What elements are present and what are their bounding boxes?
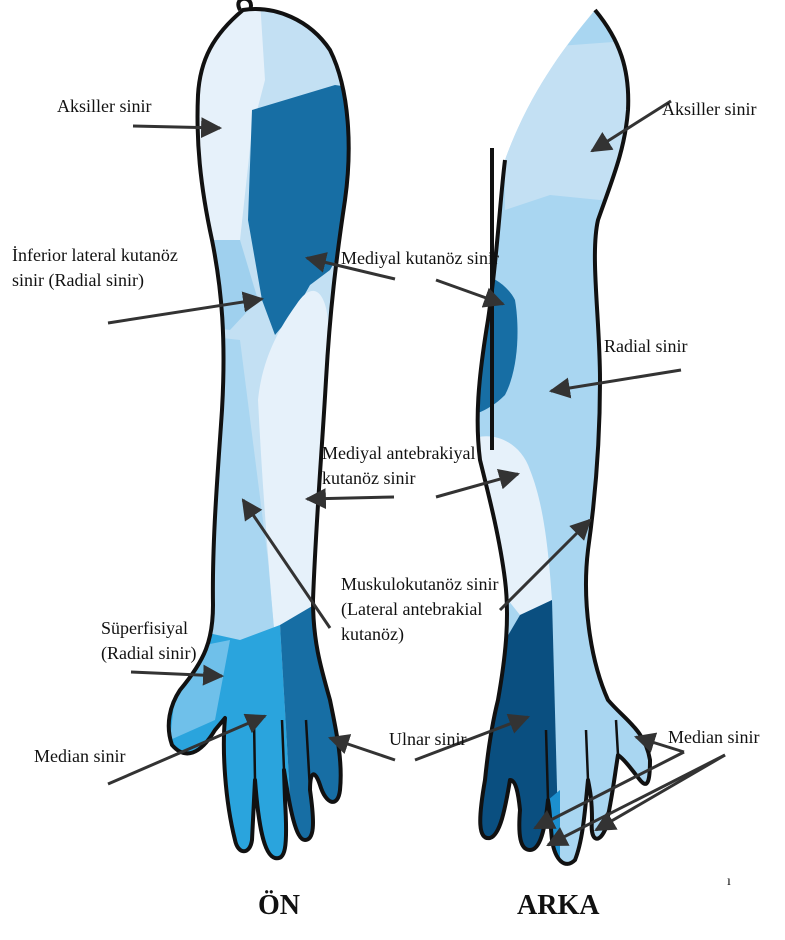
label-superfisiyal-line2: (Radial sinir) <box>101 641 196 665</box>
back-axillary-region <box>505 40 640 210</box>
label-antebrakiyal-line2: kutanöz sinir <box>322 466 415 490</box>
label-radial: Radial sinir <box>604 334 688 358</box>
back-arm-regions <box>450 0 680 900</box>
stray-mark: ı <box>727 870 731 894</box>
label-inferior-lateral-line2: sinir (Radial sinir) <box>12 268 144 292</box>
front-ulnar-region <box>280 605 370 900</box>
label-mediyal-kutanoz: Mediyal kutanöz sinir <box>341 246 499 270</box>
view-label-front: ÖN <box>258 890 300 922</box>
label-aksiller-front: Aksiller sinir <box>57 94 152 118</box>
view-label-back: ARKA <box>517 890 599 922</box>
label-muskulokutanoz-line3: kutanöz) <box>341 622 404 646</box>
label-antebrakiyal-line1: Mediyal antebrakiyal <box>322 441 475 465</box>
label-muskulokutanoz-line1: Muskulokutanöz sinir <box>341 572 499 596</box>
label-muskulokutanoz-line2: (Lateral antebrakial <box>341 597 482 621</box>
label-superfisiyal-line1: Süperfisiyal <box>101 616 188 640</box>
arrow-aksiller-front <box>133 126 220 128</box>
label-median-back: Median sinir <box>668 725 760 749</box>
label-median-front: Median sinir <box>34 744 126 768</box>
label-inferior-lateral-line1: İnferior lateral kutanöz <box>12 243 178 267</box>
arrow-antebrakiyal-front <box>307 497 394 499</box>
label-aksiller-back: Aksiller sinir <box>662 97 757 121</box>
label-ulnar: Ulnar sinir <box>389 727 466 751</box>
